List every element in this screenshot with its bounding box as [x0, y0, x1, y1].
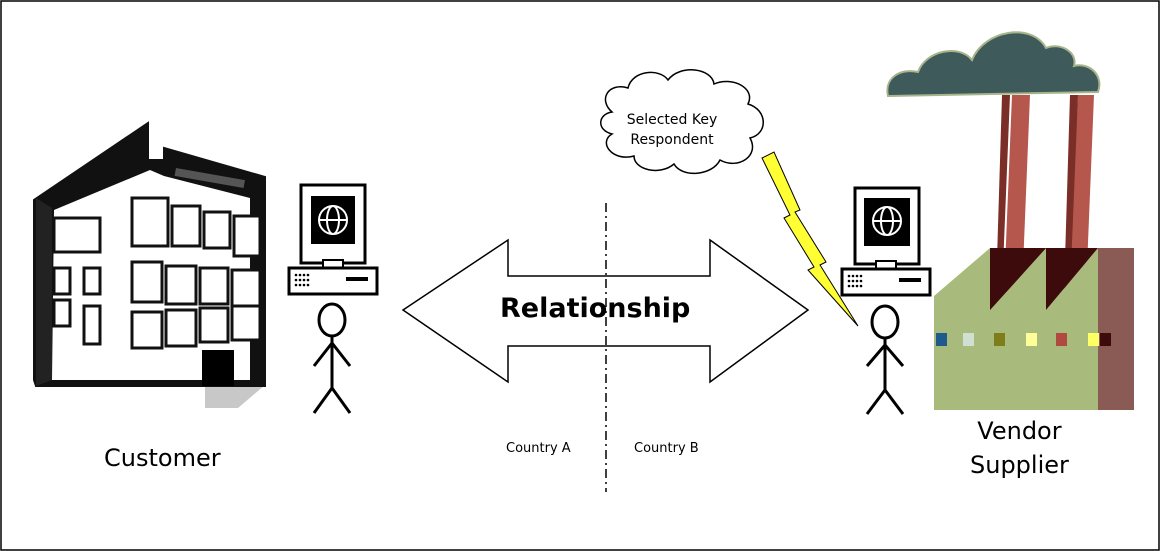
speech-cloud-icon	[600, 69, 764, 175]
vendor-label-line1: Vendor	[977, 417, 1062, 445]
vendor-label: Vendor Supplier	[970, 414, 1069, 482]
computer-icon	[287, 183, 379, 296]
factory-icon	[934, 95, 1134, 410]
key-respondent-label: Selected Key Respondent	[626, 112, 718, 148]
smoke-cloud-icon	[886, 31, 1101, 98]
computer-icon	[840, 186, 932, 297]
stick-figure-icon	[865, 304, 905, 415]
stick-figure-icon	[312, 302, 352, 414]
customer-label: Customer	[104, 444, 221, 472]
relationship-label: Relationship	[500, 293, 691, 324]
office-building-icon	[33, 121, 266, 408]
country-a-label: Country A	[506, 441, 571, 456]
country-b-label: Country B	[634, 441, 699, 456]
vendor-label-line2: Supplier	[970, 451, 1069, 479]
lightning-icon	[761, 151, 859, 327]
